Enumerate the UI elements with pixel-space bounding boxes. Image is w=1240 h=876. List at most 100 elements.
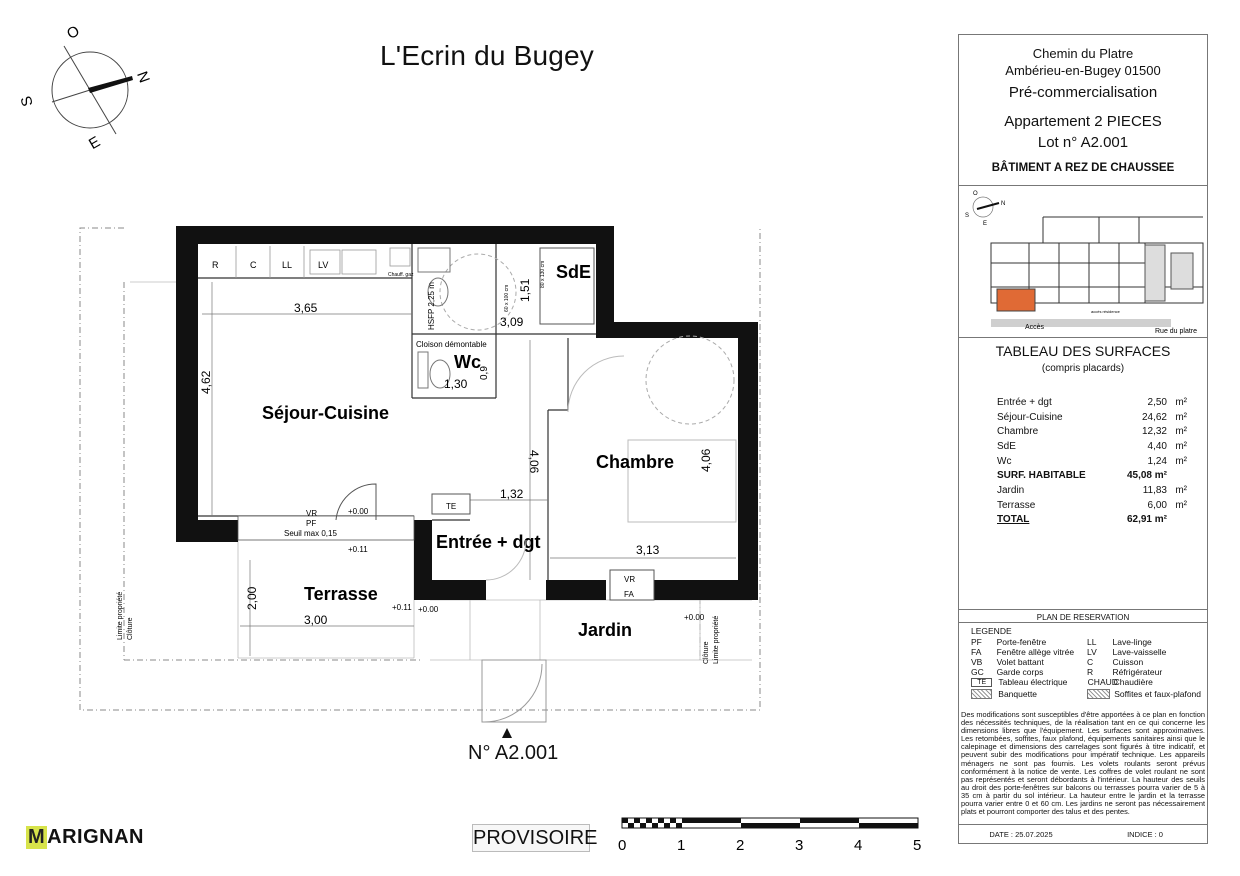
wall-west [176, 226, 198, 542]
vr1-label: VR [306, 509, 317, 518]
legend-te-symbol: TE [971, 677, 993, 687]
legend-code: C [1086, 657, 1094, 667]
site-compass-o: O [973, 191, 978, 197]
dim-309: 3,09 [500, 315, 524, 329]
legend-row: PF Porte-fenêtre LL Lave-linge [971, 637, 1201, 647]
sde-dim-2: 60 x 100 cm [504, 285, 510, 312]
seuil-label: Seuil max 0,15 [284, 529, 337, 538]
bed-outline [627, 439, 737, 523]
room-terrasse: Terrasse [304, 584, 378, 604]
limite-right-2: Clôture [703, 641, 710, 664]
level-2: +0.11 [348, 545, 368, 554]
north-arrow-icon [88, 76, 133, 93]
legend-desc: Banquette [998, 689, 1038, 699]
surface-name: SdE [997, 440, 1016, 452]
level-4: +0.00 [418, 605, 439, 614]
surface-unit: m² [1175, 411, 1187, 423]
provisoire-stamp: PROVISOIRE [472, 824, 597, 852]
site-rue: Rue du platre [1155, 328, 1197, 335]
surface-value: 24,62 [1141, 411, 1167, 423]
wall-north [176, 226, 614, 244]
legend-desc: Garde corps [996, 667, 1044, 677]
legend-desc: Chaudière [1113, 677, 1153, 687]
dim-151: 1,51 [518, 278, 532, 302]
legend-desc: Réfrigérateur [1112, 667, 1163, 677]
dim-406-entree: 4,06 [527, 450, 541, 474]
fa-label: FA [624, 590, 634, 599]
disclaimer: Des modifications sont susceptibles d'êt… [961, 710, 1205, 817]
apartment-lot: Lot n° A2.001 [1037, 134, 1129, 151]
soffite-swatch-icon [1087, 689, 1111, 699]
surface-value: 12,32 [1141, 426, 1167, 438]
surface-unit: m² [1175, 484, 1187, 496]
surface-name: Chambre [997, 426, 1039, 438]
apartment-type: Appartement 2 PIECES [1004, 113, 1162, 130]
legend-desc: Fenêtre allège vitrée [996, 647, 1075, 657]
room-chambre: Chambre [596, 452, 674, 472]
dim-130: 1,30 [444, 377, 468, 391]
limite-right-1: Limite propriété [713, 616, 720, 664]
wall-south-chambre [546, 580, 606, 600]
dim-406-chambre: 4,06 [699, 448, 713, 472]
site-plan: N S E O Accès Rue du platre accès réside… [965, 191, 1204, 335]
legend-title: LEGENDE [971, 626, 1012, 636]
cloison-label: Cloison démontable [416, 340, 487, 349]
legend-desc: Lave-linge [1112, 637, 1152, 647]
dim-300: 3,00 [304, 613, 328, 627]
footer: DATE : 25.07.2025 INDICE : 0 [959, 825, 1207, 843]
shower-tray [539, 247, 595, 325]
surface-name: SURF. HABITABLE [997, 470, 1086, 482]
address-line-1: Chemin du Platre [1032, 46, 1134, 61]
washbasin-icon [427, 277, 449, 307]
legend-desc: Cuisson [1112, 657, 1144, 667]
address-block: Chemin du Platre Ambérieu-en-Bugey 01500 [959, 45, 1207, 79]
surface-unit: m² [1175, 440, 1187, 452]
surface-name: Wc [997, 455, 1012, 467]
room-wc: Wc [454, 352, 481, 372]
legend-code: PF [971, 637, 982, 647]
dim-313: 3,13 [636, 543, 660, 557]
site-acces: Accès [1025, 324, 1045, 331]
site-compass-n: N [1001, 201, 1005, 207]
legend-code: CHAUD [1087, 677, 1118, 687]
surfaces-subtitle: (compris placards) [1041, 363, 1125, 374]
indice-label: INDICE : 0 [1127, 829, 1163, 839]
legend-code: FA [971, 647, 982, 657]
scale-label-0: 0 [618, 837, 626, 854]
level-5: +0.00 [684, 613, 705, 622]
kitchen-chauf-label: Chauff. gaz [388, 272, 414, 278]
surface-row-habitable: SURF. HABITABLE 45,08 m² [997, 468, 1187, 483]
entrance-arrow-icon [502, 728, 512, 738]
kitchen-ll-label: LL [282, 260, 292, 270]
legend-code: LL [1086, 637, 1097, 647]
surface-value: 62,91 m² [1126, 514, 1167, 526]
legend-code: LV [1086, 647, 1097, 657]
surface-value: 2,50 [1147, 396, 1167, 408]
room-entree: Entrée + dgt [436, 532, 541, 552]
room-sejour: Séjour-Cuisine [262, 403, 389, 423]
legend-desc: Lave-vaisselle [1112, 647, 1167, 657]
surface-value: 45,08 m² [1126, 470, 1167, 482]
scale-bar: 0 1 2 3 4 5 [618, 817, 921, 854]
floor-plan: R C LL LV Chauff. gaz SdE 1,51 3,09 HSFP… [79, 226, 761, 738]
building-label: BÂTIMENT A REZ DE CHAUSSEE [991, 162, 1175, 174]
surface-name: Terrasse [997, 499, 1036, 511]
surface-unit: m² [1175, 455, 1187, 467]
surface-value: 1,24 [1147, 455, 1167, 467]
surface-name: Séjour-Cuisine [997, 411, 1063, 423]
legend-code: GC [971, 667, 984, 677]
wall-south-entry [432, 580, 486, 600]
scale-label-4: 4 [854, 837, 862, 854]
compass-south-label: S [18, 94, 37, 108]
legend-desc: Porte-fenêtre [996, 637, 1047, 647]
brand-mark: M [26, 826, 48, 849]
